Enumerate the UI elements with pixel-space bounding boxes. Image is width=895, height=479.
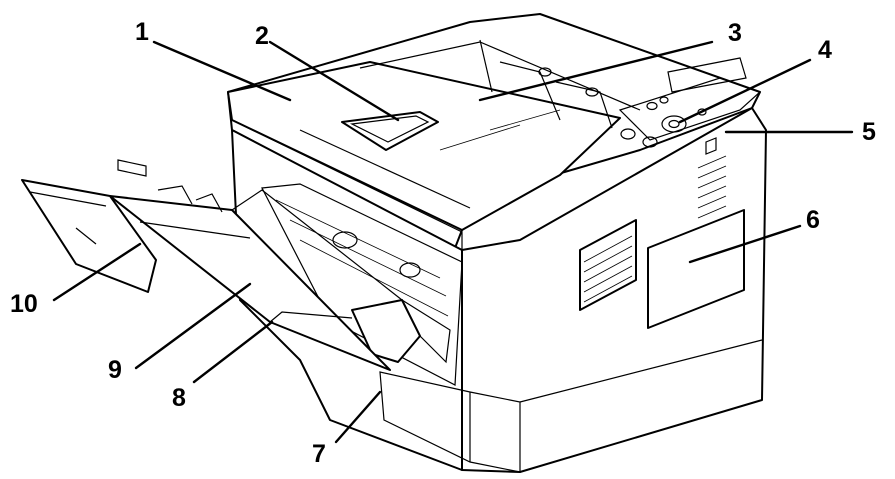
callout-labels: 1 2 3 4 5 6 7 8 9 10 — [10, 18, 876, 468]
front-handle — [117, 159, 147, 177]
side-vent — [579, 155, 727, 311]
callout-5: 5 — [862, 118, 876, 146]
callout-3: 3 — [728, 19, 742, 47]
top-cover — [227, 61, 621, 250]
callout-7: 7 — [312, 440, 326, 468]
panel-cursor-keys — [661, 115, 687, 133]
leader-lines — [52, 40, 854, 444]
mp-subtray — [21, 179, 157, 293]
operator-panel — [618, 57, 762, 148]
callout-6: 6 — [806, 206, 820, 234]
callout-8: 8 — [172, 384, 186, 412]
callout-9: 9 — [108, 356, 122, 384]
power-switch — [705, 137, 717, 155]
output-tray — [359, 39, 641, 129]
callout-4: 4 — [818, 36, 832, 64]
callout-10: 10 — [10, 290, 38, 318]
callout-1: 1 — [135, 18, 149, 46]
panel-display — [667, 57, 747, 93]
paper-width-guide — [351, 299, 421, 363]
callout-2: 2 — [255, 22, 269, 50]
right-cover — [647, 209, 745, 329]
